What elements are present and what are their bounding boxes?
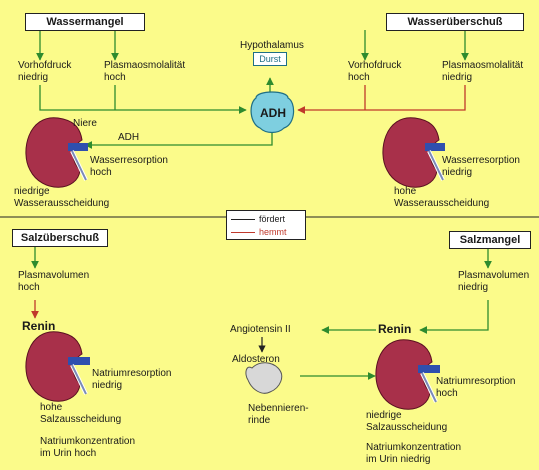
left-renin-label: Renin: [22, 320, 55, 332]
kidney-bottom-right: [376, 340, 440, 410]
legend-swatch-hemmt: [231, 232, 255, 233]
right-plasmaosmolalitaet-label: Plasmaosmolalität niedrig: [442, 60, 523, 84]
legend-row-foerdert: fördert: [231, 213, 305, 225]
wasserueberschuss-box: Wasserüberschuß: [386, 13, 524, 31]
left-salzausscheidung-label: hohe Salzausscheidung: [40, 402, 121, 426]
right-wasserresorption-label: Wasserresorption niedrig: [442, 155, 520, 179]
line-right-to-adh-inhibit: [298, 85, 465, 110]
aldosteron-label: Aldosteron: [232, 354, 280, 366]
right-wasserausscheidung-label: hohe Wasserausscheidung: [394, 186, 489, 210]
right-natriumresorption-label: Natriumresorption hoch: [436, 376, 515, 400]
kidney-bottom-left: [26, 332, 90, 402]
left-wasserresorption-label: Wasserresorption hoch: [90, 155, 168, 179]
right-salzausscheidung-label: niedrige Salzausscheidung: [366, 410, 447, 434]
right-renin-label: Renin: [378, 323, 411, 335]
durst-box: Durst: [253, 52, 287, 66]
salzmangel-box: Salzmangel: [449, 231, 531, 249]
left-wasserausscheidung-label: niedrige Wasserausscheidung: [14, 186, 109, 210]
adh-blob-label: ADH: [260, 107, 286, 119]
legend-label-foerdert: fördert: [259, 213, 285, 225]
legend-label-hemmt: hemmt: [259, 226, 287, 238]
left-natriumresorption-label: Natriumresorption niedrig: [92, 368, 171, 392]
left-natriumkonzentration-label: Natriumkonzentration im Urin hoch: [40, 436, 135, 460]
wassermangel-box: Wassermangel: [25, 13, 145, 31]
legend-row-hemmt: hemmt: [231, 226, 305, 238]
line-left-to-adh: [40, 85, 246, 110]
hypothalamus-label: Hypothalamus: [240, 40, 304, 52]
salzueberschuss-box: Salzüberschuß: [12, 229, 108, 247]
left-vorhofdruck-label: Vorhofdruck niedrig: [18, 60, 71, 84]
kidney-top-right: [383, 118, 445, 188]
arrow-adh-to-kidney: [85, 132, 272, 145]
niere-label: Niere: [73, 118, 97, 130]
left-plasmavolumen-label: Plasmavolumen hoch: [18, 270, 89, 294]
right-plasmavolumen-label: Plasmavolumen niedrig: [458, 270, 529, 294]
legend-box: fördert hemmt: [226, 210, 306, 240]
nebennierenrinde-label: Nebennieren- rinde: [248, 403, 309, 427]
legend-swatch-foerdert: [231, 219, 255, 220]
right-natriumkonzentration-label: Natriumkonzentration im Urin niedrig: [366, 442, 461, 466]
right-vorhofdruck-label: Vorhofdruck hoch: [348, 60, 401, 84]
left-plasmaosmolalitaet-label: Plasmaosmolalität hoch: [104, 60, 185, 84]
adrenal-gland-shape: [246, 363, 282, 394]
angiotensin-label: Angiotensin II: [230, 324, 291, 336]
adh-arrow-label: ADH: [118, 132, 139, 144]
arrow-plasma-to-renin: [420, 300, 488, 330]
